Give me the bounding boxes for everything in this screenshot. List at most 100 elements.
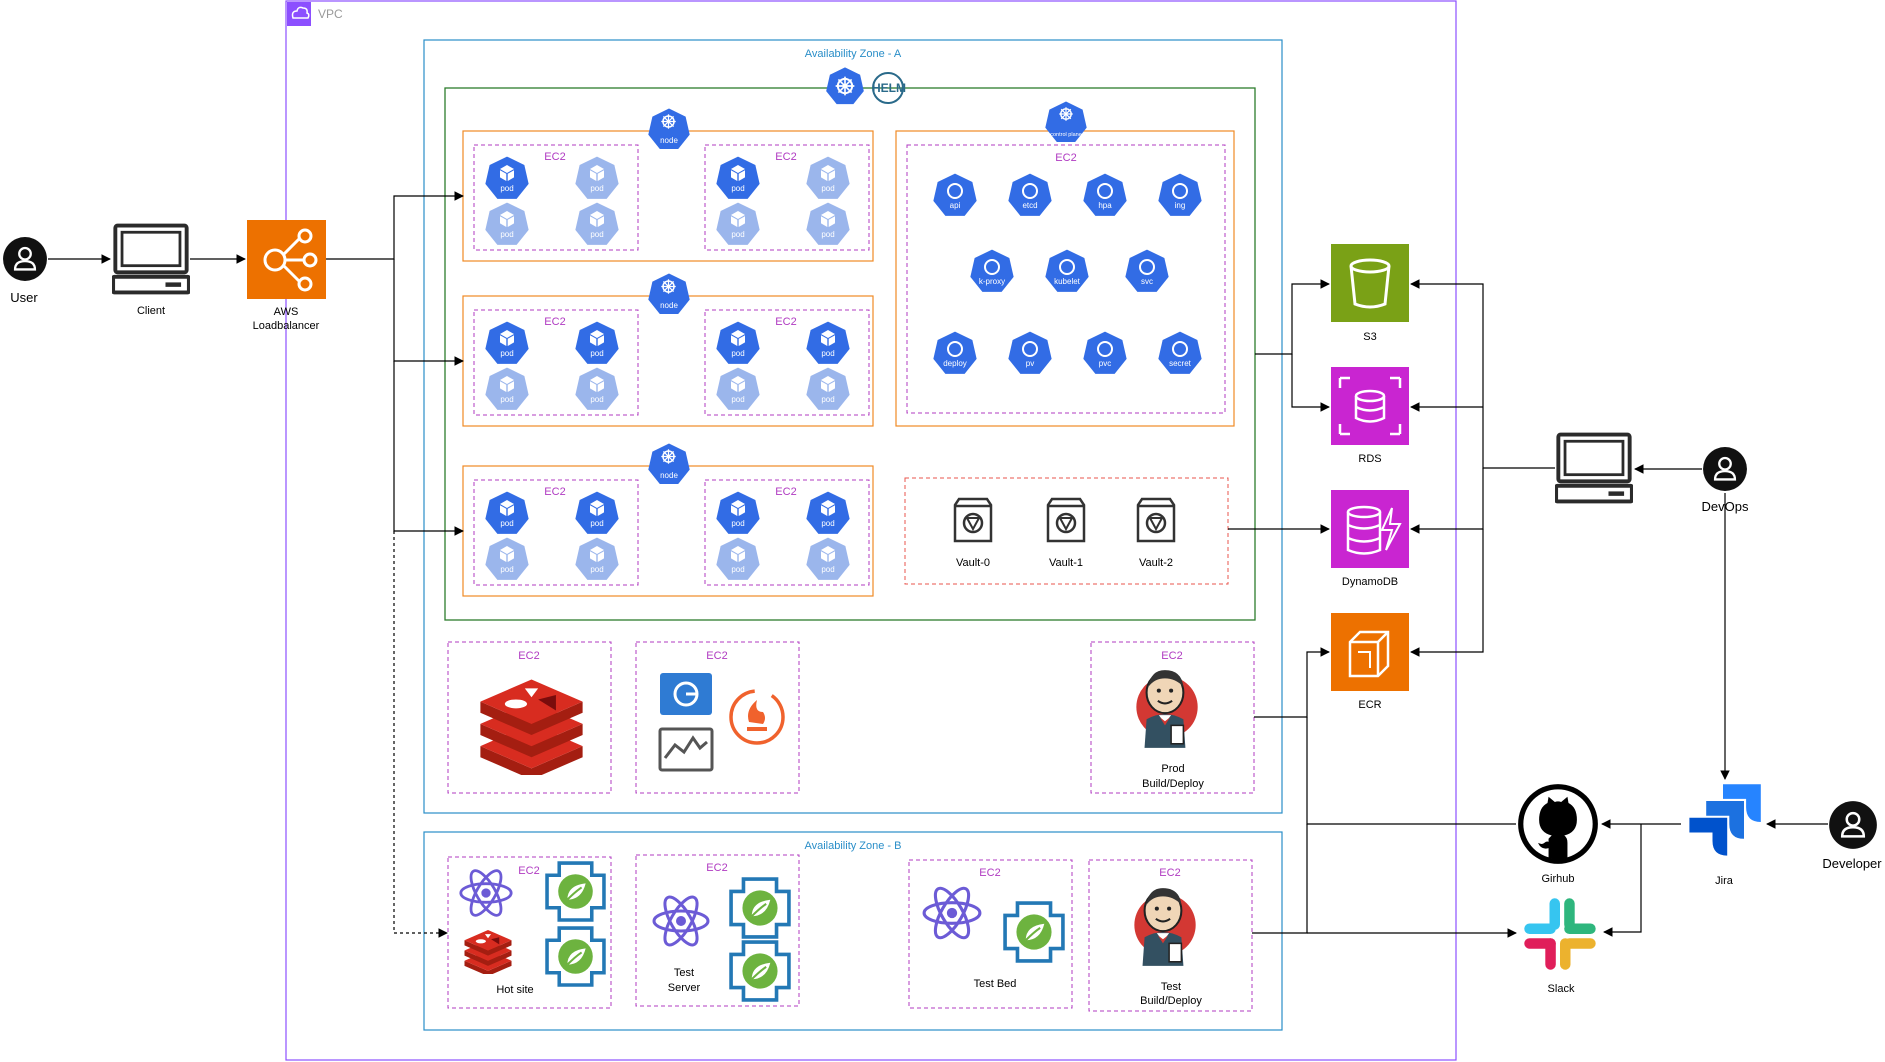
pvc-icon: pvc [1083,331,1127,374]
vault-node: Vault-1 [1046,497,1086,569]
pod-label: pod [731,395,744,404]
ec2-node-instance [473,144,639,251]
zone-a-label: Availability Zone - A [805,48,902,60]
secret-label: secret [1169,359,1192,368]
pod-icon: pod [806,491,850,534]
jira-icon [1689,784,1761,856]
ec2-label-control-plane: EC2 [1055,152,1076,164]
pod-label: pod [731,565,744,574]
react-icon-test-bed [922,882,982,944]
ing-label: ing [1175,201,1186,210]
ec2-label-test-server: EC2 [706,862,727,874]
ec2-label-test-build: EC2 [1159,867,1180,879]
hot-site-label: Hot site [496,984,533,996]
vault-label: Vault-1 [1049,557,1083,569]
control-plane-label: control plane [1050,132,1082,138]
ec2-test-bed [908,859,1073,1009]
user-icon [2,236,48,282]
helm-icon: HELM [872,72,906,104]
s3-label: S3 [1363,331,1376,343]
ec2-test-build [1088,859,1253,1012]
ecr-icon [1331,613,1409,691]
pod-icon-faded: pod [575,202,619,245]
pod-label: pod [500,395,513,404]
ec2-label: EC2 [544,151,565,163]
deploy-label: deploy [943,359,967,368]
ec2-label-redis: EC2 [518,650,539,662]
client-label: Client [137,305,165,317]
kubelet-icon: kubelet [1045,249,1089,292]
lb-label-line1: AWS [274,306,299,318]
node-label: node [660,136,678,145]
developer-label: Developer [1822,856,1882,871]
pod-icon-faded: pod [716,537,760,580]
svc-label: svc [1141,277,1153,286]
pod-icon: pod [716,491,760,534]
pod-label: pod [500,230,513,239]
ec2-test-server [635,854,800,1007]
pod-icon-faded: pod [575,156,619,199]
github-label: Girhub [1541,873,1574,885]
test-build-label-line1: Test [1161,981,1181,993]
redis-icon-hot-site [464,930,512,974]
pod-icon-faded: pod [485,202,529,245]
availability-zone-b [423,831,1283,1031]
pod-icon-faded: pod [485,537,529,580]
react-icon-hot-site [459,865,513,921]
spring-icon-test-server-1 [729,877,791,939]
test-server-label-line2: Server [668,982,701,994]
spring-icon-hot-site-1 [545,861,606,922]
ecr-label: ECR [1358,699,1381,711]
pod-icon: pod [806,321,850,364]
spring-icon-test-bed [1003,901,1065,963]
pod-label: pod [590,395,603,404]
devops-computer-icon [1556,435,1632,502]
ec2-label-hot-site: EC2 [518,865,539,877]
vault-cluster [904,477,1229,585]
slack-label: Slack [1548,983,1575,995]
pod-label: pod [500,519,513,528]
ing-icon: ing [1158,173,1202,216]
k-proxy-label: k-proxy [979,277,1005,286]
pod-label: pod [731,230,744,239]
zone-b-label: Availability Zone - B [804,840,901,852]
pod-label: pod [590,349,603,358]
deploy-icon: deploy [933,331,977,374]
jenkins-prod-icon [1135,669,1199,749]
redis-icon [480,679,583,775]
prod-label-line2: Build/Deploy [1142,778,1204,790]
pod-label: pod [590,565,603,574]
etcd-label: etcd [1022,201,1037,210]
pod-label: pod [590,230,603,239]
react-icon-test-server [652,891,710,951]
vault-label: Vault-2 [1139,557,1173,569]
k8s-resource-icons: api etcd hpa ing k-proxy kubelet svc deploy pv pv… [933,173,1202,374]
kubelet-label: kubelet [1054,277,1081,286]
k-proxy-icon: k-proxy [970,249,1014,292]
spring-icon-test-server-2 [729,940,791,1002]
hpa-icon: hpa [1083,173,1127,216]
pod-icon: pod [716,156,760,199]
pod-icon-faded: pod [485,367,529,410]
pod-label: pod [731,184,744,193]
prometheus-icon [729,689,785,745]
node-group-3 [462,465,874,597]
availability-zone-a [423,39,1283,814]
pod-label: pod [590,184,603,193]
pv-label: pv [1026,359,1034,368]
ec2-label: EC2 [775,316,796,328]
devops-icon [1702,446,1748,492]
pod-label: pod [821,230,834,239]
secret-icon: secret [1158,331,1202,374]
pvc-label: pvc [1099,359,1111,368]
kubernetes-icon [826,67,864,105]
ec2-node-instance [704,144,870,251]
rds-label: RDS [1358,453,1381,465]
pod-label: pod [500,349,513,358]
pod-icon-faded: pod [575,537,619,580]
api-icon: api [933,173,977,216]
jira-label: Jira [1715,875,1734,887]
